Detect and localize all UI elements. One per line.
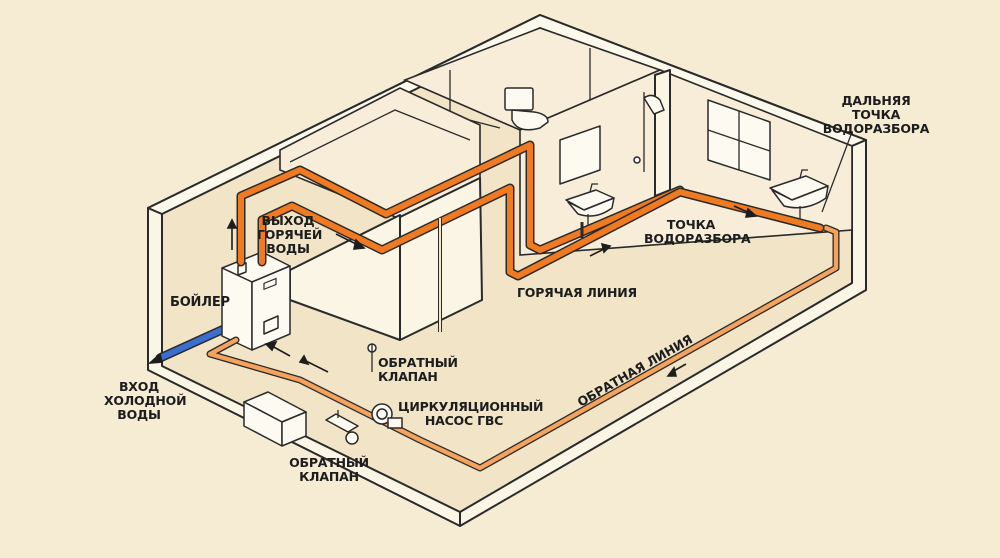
label-far-draw-point: ДАЛЬНЯЯ ТОЧКА ВОДОРАЗБОРА [822,93,930,136]
riser-pipes [438,218,584,332]
label-draw-point: ТОЧКА ВОДОРАЗБОРА [644,217,751,246]
valve-icon [325,410,359,445]
label-hot-line: ГОРЯЧАЯ ЛИНИЯ [517,285,637,300]
right-wall [459,139,867,527]
flow-arrows [226,205,758,377]
label-hot-outlet: ВЫХОД ГОРЯЧЕЙ ВОДЫ [257,213,323,256]
sink-icon [565,183,615,232]
label-boiler: БОЙЛЕР [170,295,230,310]
label-pump: ЦИРКУЛЯЦИОННЫЙ НАСОС ГВС [398,399,544,428]
label-check-valve-lower: ОБРАТНЫЙ КЛАПАН [289,455,369,484]
mirror-icon [559,125,601,185]
hot-pipe [236,140,825,281]
label-check-valve-upper: ОБРАТНЫЙ КЛАПАН [378,355,458,384]
valve-icon-upper [367,343,377,372]
boiler-icon [221,251,291,351]
arrow-icon [147,352,164,364]
tank-icon [243,391,307,447]
window-icon [707,99,771,181]
shower-icon [633,92,665,172]
label-cold-inlet: ВХОД ХОЛОДНОЙ ВОДЫ [104,379,187,422]
cold-water-pipe [155,323,231,363]
bath-partition [654,69,671,197]
pump-icon [371,403,403,429]
sink-icon-far [769,169,829,222]
leader-line [821,131,853,213]
toilet-icon [504,87,549,131]
return-pipe [206,224,840,472]
